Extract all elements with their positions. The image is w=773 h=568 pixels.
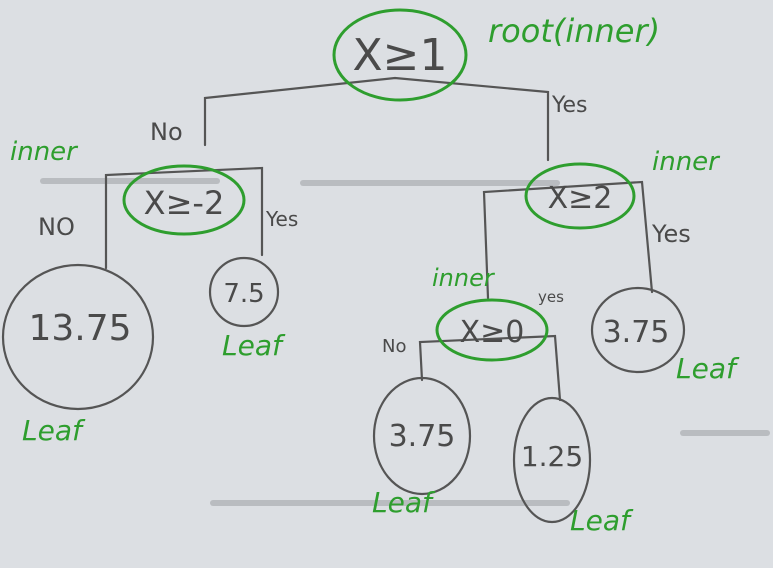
- annotations: root(inner) inner inner inner Leaf Leaf …: [10, 12, 740, 537]
- leaf-circle-7-5: [208, 256, 280, 328]
- left-inner-branch-line: [104, 166, 264, 270]
- right-left-inner-condition: X≥0: [460, 315, 525, 350]
- annotation-right-inner: inner: [652, 147, 721, 177]
- annotation-leaf-7-5: Leaf: [222, 329, 286, 362]
- leaf-value-13-75: 13.75: [28, 308, 131, 349]
- inner-node-circles: [122, 8, 636, 362]
- edge-label-rl-no: No: [382, 336, 406, 357]
- node-conditions: X≥1 X≥-2 X≥2 X≥0: [144, 30, 613, 350]
- leaf-circle-3-75-right: [590, 286, 686, 374]
- leaf-values: 13.75 7.5 3.75 1.25 3.75: [28, 279, 669, 473]
- edge-label-right-yes: Yes: [651, 220, 691, 248]
- right-inner-condition: X≥2: [548, 181, 613, 216]
- leaf-value-3-75-middle: 3.75: [389, 419, 456, 454]
- leaf-value-1-25: 1.25: [521, 440, 583, 473]
- annotation-left-inner: inner: [10, 137, 79, 167]
- annotation-leaf-3-75-middle: Leaf: [372, 486, 436, 519]
- root-branch-line: [203, 76, 550, 162]
- edge-label-rl-yes: yes: [538, 288, 564, 306]
- edge-label-root-yes: Yes: [551, 93, 588, 118]
- annotation-leaf-3-75-right: Leaf: [676, 352, 740, 385]
- edge-label-left-no: NO: [38, 213, 75, 241]
- leaf-value-3-75-right: 3.75: [603, 315, 670, 350]
- tree-branches: [104, 76, 654, 402]
- annotation-leaf-13-75: Leaf: [22, 414, 86, 447]
- left-inner-node-circle: [122, 164, 246, 236]
- edge-labels: No Yes NO Yes Yes No yes: [38, 93, 691, 357]
- annotation-root: root(inner): [488, 12, 660, 50]
- annotation-leaf-1-25: Leaf: [570, 504, 634, 537]
- leaf-circle-3-75-middle: [372, 376, 472, 496]
- right-inner-branch-line: [482, 180, 654, 300]
- right-inner-node-circle: [524, 162, 636, 230]
- edge-label-left-yes: Yes: [265, 207, 298, 231]
- bleed-through-marks: [40, 178, 770, 506]
- right-left-inner-node-circle: [435, 298, 549, 362]
- root-node-circle: [332, 8, 468, 102]
- leaf-circle-1-25: [512, 396, 592, 524]
- leaf-circle-13-75: [1, 263, 155, 411]
- leaf-circles: [1, 256, 686, 524]
- root-condition: X≥1: [352, 30, 447, 81]
- leaf-value-7-5: 7.5: [223, 279, 264, 309]
- edge-label-root-no: No: [150, 118, 183, 146]
- right-left-inner-branch-line: [418, 334, 562, 402]
- annotation-right-left-inner: inner: [432, 264, 496, 292]
- left-inner-condition: X≥-2: [144, 184, 225, 222]
